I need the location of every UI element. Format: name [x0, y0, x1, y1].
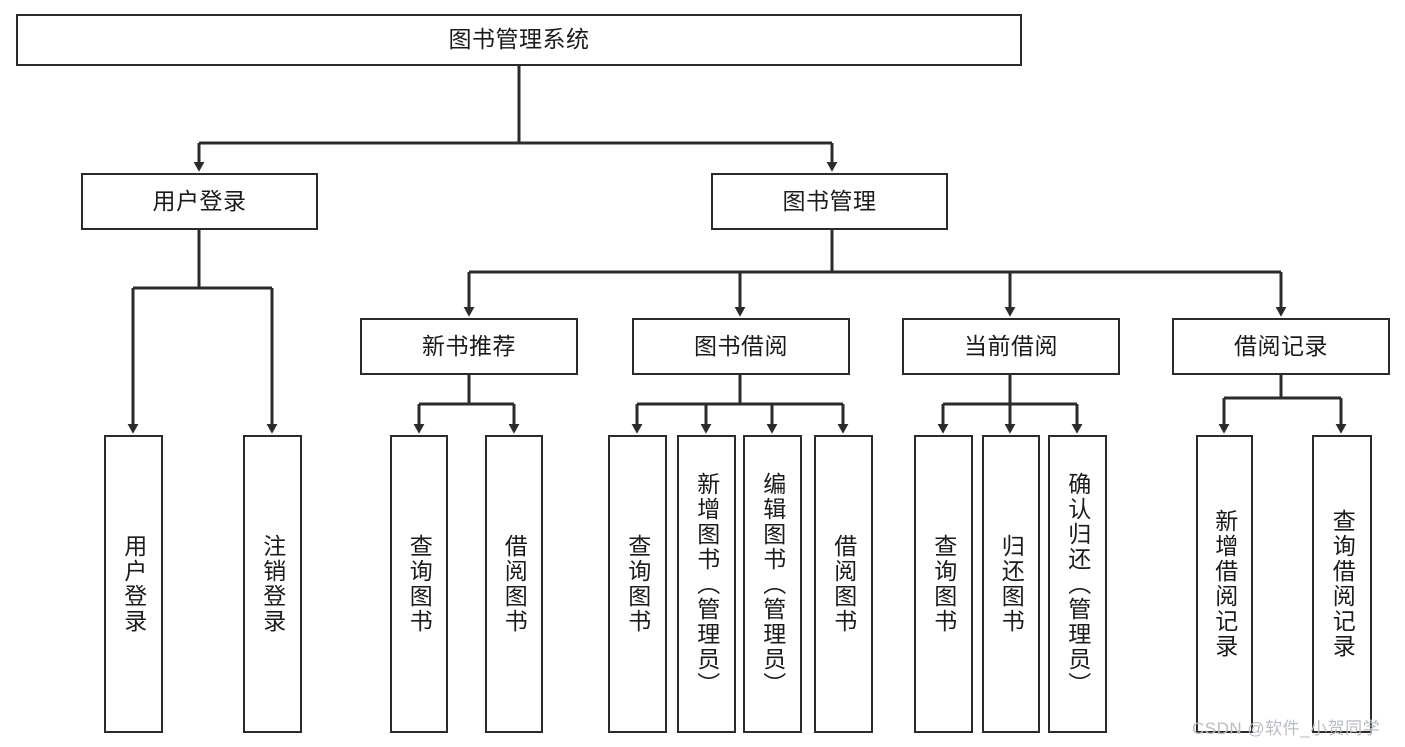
node-label: 借阅记录: [1234, 332, 1328, 359]
node-label: 确认归还（管理员）: [1064, 471, 1091, 697]
node-label: 借阅图书: [830, 534, 857, 634]
node-user-login[interactable]: 用户登录: [81, 173, 318, 230]
node-label: 用户登录: [120, 534, 147, 634]
node-book-management[interactable]: 图书管理: [711, 173, 948, 230]
node-label: 查询图书: [624, 534, 651, 634]
leaf-borrow-edit-book-admin[interactable]: 编辑图书（管理员）: [743, 435, 802, 733]
node-label: 当前借阅: [964, 332, 1058, 359]
node-borrow-record[interactable]: 借阅记录: [1172, 318, 1390, 375]
node-book-borrow[interactable]: 图书借阅: [632, 318, 850, 375]
node-label: 查询借阅记录: [1329, 509, 1356, 659]
leaf-user-login[interactable]: 用户登录: [104, 435, 163, 733]
node-new-book-recommend[interactable]: 新书推荐: [360, 318, 578, 375]
node-label: 新增图书（管理员）: [693, 471, 720, 697]
node-label: 图书借阅: [694, 332, 788, 359]
leaf-borrow-query-books[interactable]: 查询图书: [608, 435, 667, 733]
node-label: 用户登录: [152, 187, 247, 214]
node-label: 注销登录: [259, 534, 286, 634]
node-label: 新增借阅记录: [1211, 509, 1238, 659]
leaf-newbook-query-books[interactable]: 查询图书: [390, 435, 448, 733]
node-current-borrow[interactable]: 当前借阅: [902, 318, 1120, 375]
leaf-record-query-record[interactable]: 查询借阅记录: [1312, 435, 1372, 733]
node-label: 图书管理: [782, 187, 877, 214]
node-label: 新书推荐: [422, 332, 516, 359]
leaf-current-return-books[interactable]: 归还图书: [982, 435, 1040, 733]
leaf-newbook-borrow-books[interactable]: 借阅图书: [485, 435, 543, 733]
node-label: 查询图书: [406, 534, 433, 634]
leaf-current-confirm-return-admin[interactable]: 确认归还（管理员）: [1048, 435, 1107, 733]
leaf-current-query-books[interactable]: 查询图书: [914, 435, 973, 733]
node-label: 借阅图书: [501, 534, 528, 634]
leaf-logout[interactable]: 注销登录: [243, 435, 302, 733]
node-label: 编辑图书（管理员）: [759, 471, 786, 697]
node-label: 查询图书: [930, 534, 957, 634]
node-label: 归还图书: [998, 534, 1025, 634]
leaf-borrow-borrow-books[interactable]: 借阅图书: [814, 435, 873, 733]
watermark: CSDN @软件_小贺同学: [1192, 719, 1381, 738]
leaf-record-add-record[interactable]: 新增借阅记录: [1196, 435, 1253, 733]
node-label: 图书管理系统: [448, 26, 590, 53]
node-root-system[interactable]: 图书管理系统: [16, 14, 1022, 66]
leaf-borrow-add-book-admin[interactable]: 新增图书（管理员）: [677, 435, 736, 733]
